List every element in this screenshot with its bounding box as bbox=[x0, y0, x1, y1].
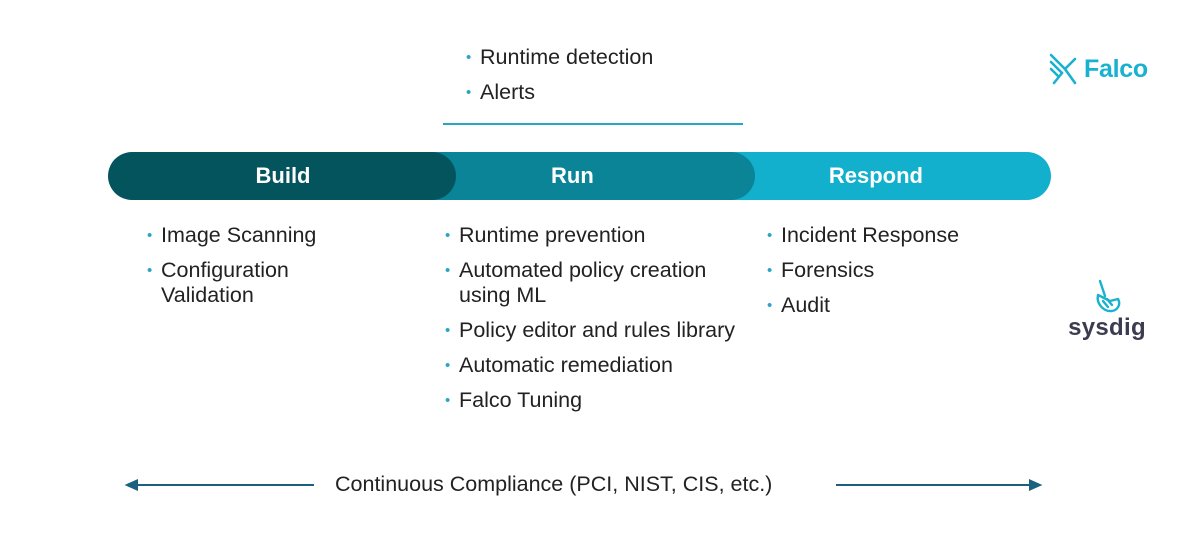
list-item: Alerts bbox=[466, 80, 653, 105]
list-item: Image Scanning bbox=[147, 223, 377, 248]
falco-divider bbox=[443, 123, 743, 125]
list-item: Automated policy creation using ML bbox=[445, 258, 745, 308]
list-item: Audit bbox=[767, 293, 1027, 318]
falco-logo: Falco bbox=[1048, 52, 1148, 86]
phase-run: Run bbox=[400, 152, 755, 200]
compliance-label: Continuous Compliance (PCI, NIST, CIS, e… bbox=[335, 472, 773, 496]
phase-run-label: Run bbox=[551, 163, 594, 188]
phase-build: Build bbox=[108, 152, 456, 200]
respond-feature-list: Incident Response Forensics Audit bbox=[767, 223, 1027, 328]
list-item: Policy editor and rules library bbox=[445, 318, 745, 343]
sysdig-shovel-icon bbox=[1096, 279, 1121, 313]
list-item: Falco Tuning bbox=[445, 388, 745, 413]
falco-bird-icon bbox=[1049, 53, 1077, 85]
list-item: Configuration Validation bbox=[147, 258, 377, 308]
falco-feature-list: Runtime detection Alerts bbox=[466, 45, 653, 115]
list-item: Runtime detection bbox=[466, 45, 653, 70]
arrow-right-icon bbox=[1029, 478, 1043, 492]
phase-build-label: Build bbox=[255, 163, 311, 188]
compliance-arrows bbox=[124, 478, 1043, 492]
arrow-left-icon bbox=[124, 478, 138, 492]
run-feature-list: Runtime prevention Automated policy crea… bbox=[445, 223, 745, 423]
phase-respond: Respond bbox=[700, 152, 1051, 200]
list-item: Forensics bbox=[767, 258, 1027, 283]
phase-respond-label: Respond bbox=[828, 163, 923, 188]
list-item: Incident Response bbox=[767, 223, 1027, 248]
list-item: Automatic remediation bbox=[445, 353, 745, 378]
sysdig-logo-text: sysdig bbox=[1068, 314, 1146, 341]
falco-logo-text: Falco bbox=[1084, 54, 1148, 83]
build-feature-list: Image Scanning Configuration Validation bbox=[147, 223, 377, 318]
sysdig-logo: sysdig bbox=[1062, 278, 1152, 342]
list-item: Runtime prevention bbox=[445, 223, 745, 248]
